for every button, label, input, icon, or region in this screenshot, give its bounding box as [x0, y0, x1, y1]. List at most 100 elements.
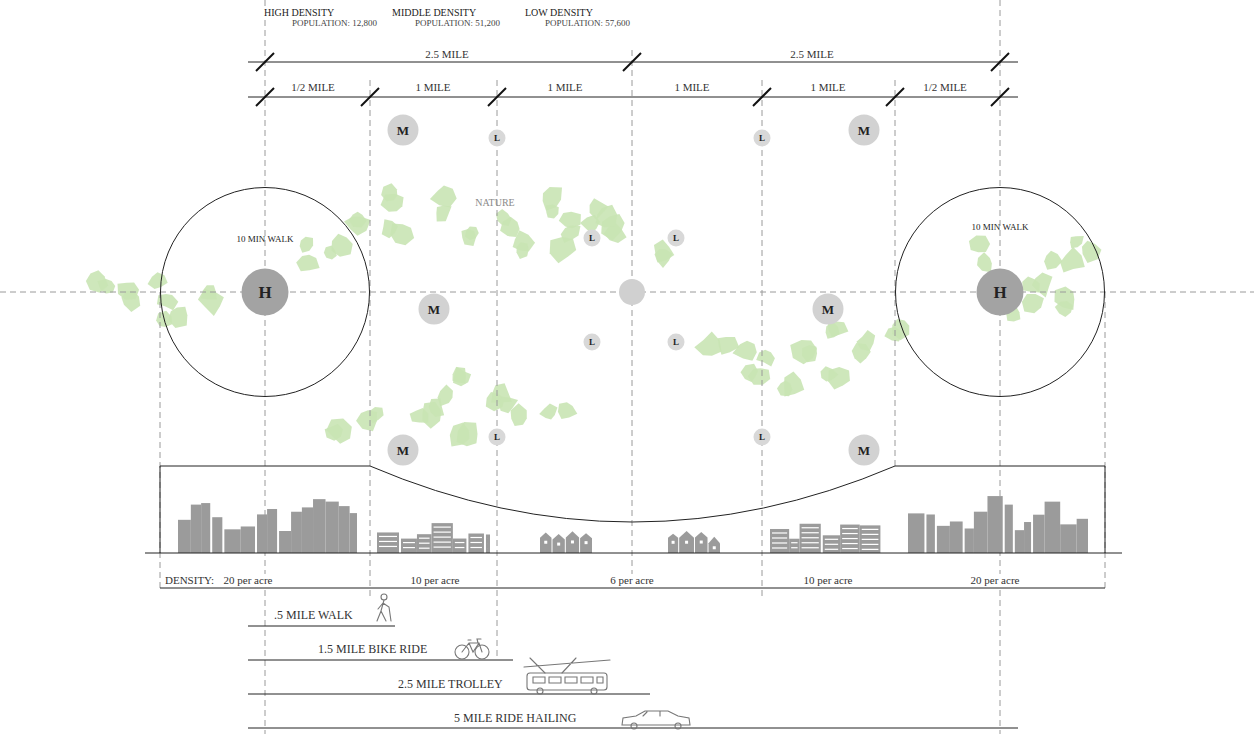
- dimension-tick: [256, 88, 274, 106]
- house-window: [685, 541, 688, 544]
- node-label: 10 MIN WALK: [160, 235, 370, 244]
- house: [580, 533, 592, 553]
- building: [1045, 502, 1061, 553]
- building: [860, 525, 881, 553]
- area-label: NATURE: [473, 197, 516, 208]
- building-window: [772, 542, 787, 543]
- car-icon: [675, 723, 681, 729]
- dimension-tick: [991, 53, 1009, 71]
- node-label: M: [858, 444, 870, 457]
- node-circle: [813, 294, 844, 325]
- building: [800, 524, 821, 553]
- dimension-tick: [886, 88, 904, 106]
- node-circle: [489, 130, 506, 147]
- node-circle: [388, 435, 419, 466]
- range-label: 2.5 MILE TROLLEY: [396, 678, 505, 691]
- building: [987, 496, 1002, 553]
- density-label: 20 per acre: [222, 574, 275, 586]
- tree-blob: [496, 209, 512, 226]
- building-window: [470, 542, 482, 543]
- tree-blob: [777, 380, 792, 396]
- tree-blob: [539, 403, 557, 419]
- tree-blob: [1060, 247, 1085, 272]
- building: [1015, 530, 1024, 553]
- node-label: M: [858, 124, 870, 137]
- skyline-group: [178, 496, 1088, 553]
- tree-blob: [741, 364, 759, 382]
- header-label: MIDDLE DENSITY: [390, 7, 478, 18]
- building: [377, 532, 399, 553]
- tree-blob: [550, 237, 577, 263]
- building-window: [842, 548, 858, 549]
- building-window: [862, 544, 879, 545]
- tree-blob: [332, 234, 353, 257]
- medium-node: M: [387, 434, 419, 466]
- building-window: [470, 547, 482, 548]
- low-node: L: [583, 229, 601, 247]
- tree-blob: [436, 206, 451, 222]
- building: [267, 509, 277, 553]
- building-window: [487, 543, 488, 544]
- building: [279, 531, 291, 553]
- building: [212, 517, 222, 553]
- walk-radius: 10 MIN WALK H: [160, 187, 370, 397]
- tree-blob: [856, 330, 875, 351]
- low-node: L: [667, 229, 685, 247]
- building: [1005, 505, 1013, 553]
- node-circle: [849, 115, 880, 146]
- node-label: 10 MIN WALK: [895, 223, 1105, 232]
- medium-node: M: [418, 293, 450, 325]
- building-window: [379, 546, 397, 547]
- node-circle: [668, 334, 685, 351]
- node-label: H: [993, 284, 1006, 301]
- building-window: [802, 532, 819, 533]
- guide-line: [265, 0, 266, 734]
- house: [553, 534, 565, 553]
- low-node: L: [753, 428, 771, 446]
- house: [540, 532, 552, 553]
- tree-blob: [1070, 236, 1084, 248]
- header-label: POPULATION: 51,200: [413, 19, 502, 29]
- house-window: [571, 540, 574, 543]
- bike-icon: [462, 639, 482, 652]
- building-window: [862, 529, 879, 530]
- building: [1077, 519, 1088, 553]
- building-window: [802, 527, 819, 528]
- dimension-tick: [361, 88, 379, 106]
- house: [679, 531, 694, 553]
- building-window: [802, 547, 819, 548]
- house-window: [585, 541, 588, 544]
- node-label: M: [428, 303, 440, 316]
- house: [709, 537, 720, 553]
- dimension-line: [248, 97, 1018, 98]
- tree-blob: [546, 204, 559, 218]
- dimension-label: 1 MILE: [808, 81, 847, 93]
- tree-blob: [381, 183, 397, 201]
- range-line: [248, 694, 650, 695]
- range-label: 1.5 MILE BIKE RIDE: [316, 643, 429, 656]
- node-label: L: [673, 338, 679, 347]
- node-label: H: [258, 284, 271, 301]
- tree-blob: [382, 219, 398, 238]
- house-window: [544, 541, 547, 544]
- tree-blob: [516, 242, 528, 259]
- walker-icon: [377, 600, 391, 621]
- guide-line: [497, 80, 498, 660]
- node-circle: [849, 435, 880, 466]
- ground-line: [145, 553, 1122, 554]
- building-window: [434, 537, 451, 538]
- node-circle: [419, 294, 450, 325]
- building-window: [842, 528, 858, 529]
- tree-blob: [86, 270, 108, 292]
- building: [468, 533, 484, 553]
- node-label: M: [397, 124, 409, 137]
- tree-blob: [349, 212, 367, 228]
- range-line: [248, 660, 513, 661]
- node-label: L: [759, 433, 765, 442]
- node-circle: [388, 115, 419, 146]
- guide-line: [370, 80, 371, 600]
- node-circle: [754, 429, 771, 446]
- header-label: HIGH DENSITY: [262, 7, 336, 18]
- node-circle: [896, 188, 1105, 397]
